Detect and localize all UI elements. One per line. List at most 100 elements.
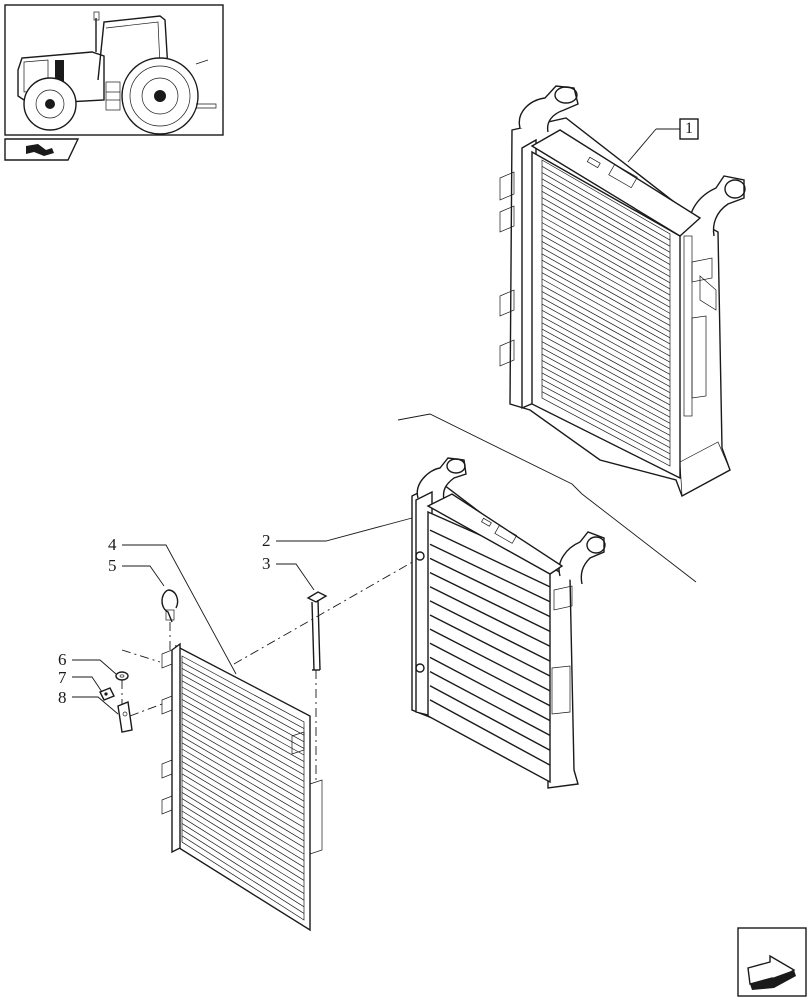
core-fin-line [181, 835, 305, 914]
core-fin-line [181, 792, 305, 868]
leader-line-1 [627, 128, 657, 163]
core-fin-line [541, 335, 671, 406]
tractor-thumbnail-icon [4, 4, 224, 136]
clip-nut [99, 687, 115, 701]
core-fin-line [181, 661, 305, 729]
callout-label-3: 3 [262, 554, 271, 573]
core-fin-line [541, 253, 671, 326]
core-fin-line [181, 754, 305, 828]
core-fin-line [541, 272, 671, 345]
core-fin-line [541, 247, 671, 320]
core-fin-line [541, 391, 671, 461]
condenser-panel [161, 642, 323, 932]
core-fin-line [541, 222, 671, 296]
callout-1: 1 [627, 118, 699, 163]
core-fin-line [541, 347, 671, 418]
core-fin-line [541, 316, 671, 387]
core-fin-line [541, 191, 671, 265]
core-fin-line [541, 322, 671, 394]
core-fin-line [541, 284, 671, 357]
core-fin-line [541, 291, 671, 363]
core-fin-line [181, 816, 305, 894]
core-fin-line [181, 810, 305, 888]
callout-label-1: 1 [685, 120, 693, 137]
core-fin-line [181, 723, 305, 795]
core-fin-line [181, 730, 305, 802]
section-symbol-icon [4, 138, 80, 161]
core-fin-line [181, 785, 305, 861]
core-fin-line [541, 366, 671, 436]
core-fin-line [181, 804, 305, 881]
radiator-core [411, 457, 606, 789]
callout-box-1 [679, 118, 699, 140]
core-fin-line [429, 685, 551, 751]
core-fin-line [181, 823, 305, 901]
core-fin-line [429, 586, 551, 647]
core-fin-line [429, 670, 551, 737]
callout-label-6: 6 [58, 650, 67, 669]
core-fin-line [541, 266, 671, 339]
core-fin-line [181, 779, 305, 855]
core-fin-line [429, 600, 551, 662]
core-fin-line [181, 767, 305, 842]
core-fin-line [541, 165, 671, 241]
next-page-arrow-icon[interactable] [737, 927, 807, 997]
core-fin-line [181, 668, 305, 736]
core-fin-line [181, 742, 305, 815]
radiator-assembly-complete [499, 85, 746, 497]
core-fin-line [541, 172, 671, 247]
assembly-lines [121, 559, 417, 780]
core-fin-line [541, 303, 671, 375]
core-fin-line [181, 692, 305, 762]
core-fin-line [541, 385, 671, 455]
core-fin-line [181, 699, 305, 769]
core-fin-line [541, 259, 671, 332]
core-fin-line [541, 353, 671, 424]
core-fin-line [541, 178, 671, 253]
core-fin-line [181, 798, 305, 875]
core-fin-line [429, 543, 551, 603]
core-fin-line [181, 736, 305, 809]
core-fin-line [541, 197, 671, 271]
core-fin-line [429, 614, 551, 677]
core-fin-line [541, 378, 671, 448]
callout-label-8: 8 [58, 688, 67, 707]
core-fin-line [541, 241, 671, 314]
core-fin-line [181, 761, 305, 835]
core-fin-line [181, 829, 305, 908]
core-fin-line [541, 297, 671, 369]
callout-label-7: 7 [58, 668, 67, 687]
core-fin-line [541, 184, 671, 259]
core-fin-line [429, 557, 551, 618]
core-fin-line [181, 674, 305, 743]
core-fin-line [541, 234, 671, 308]
rod [306, 591, 328, 671]
core-fin-line [181, 773, 305, 848]
core-fin-line [429, 529, 551, 588]
washer [115, 671, 129, 681]
leader-lines [72, 517, 413, 715]
core-fin-line [429, 699, 551, 766]
core-fin-line [541, 372, 671, 442]
core-fin-line [181, 680, 305, 749]
core-fin-line [181, 686, 305, 756]
core-fin-line [429, 642, 551, 707]
callout-label-5: 5 [108, 556, 117, 575]
core-fin-line [429, 628, 551, 692]
core-fin-line [429, 656, 551, 722]
core-fin-line [181, 717, 305, 789]
callout-label-2: 2 [262, 531, 271, 550]
core-fin-line [181, 748, 305, 822]
core-fin-line [541, 216, 671, 290]
exploded-view-break-line [397, 413, 697, 583]
core-fin-line [541, 310, 671, 381]
core-fin-line [429, 571, 551, 633]
core-fin-line [541, 341, 671, 412]
callout-label-4: 4 [108, 535, 117, 554]
core-fin-line [181, 711, 305, 782]
core-fin-line [181, 705, 305, 776]
core-fin-line [541, 360, 671, 430]
core-fin-line [541, 228, 671, 302]
core-fin-line [541, 203, 671, 278]
